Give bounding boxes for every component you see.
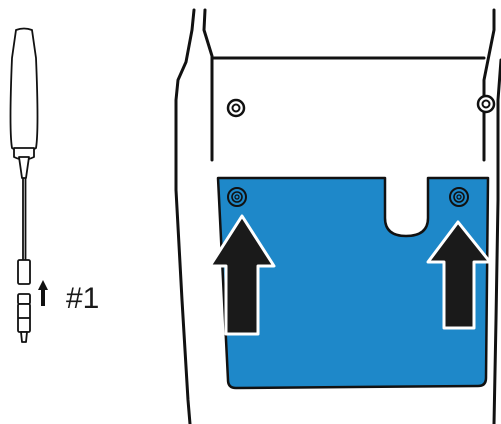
- screw-icon: [476, 94, 496, 114]
- bit-size-label: #1: [66, 282, 100, 315]
- screw-icon: [449, 187, 469, 207]
- screwdriver-bit-icon: [17, 293, 31, 343]
- bit-up-arrow-icon: [38, 280, 48, 306]
- up-arrow-icon: [208, 214, 276, 336]
- screw-icon: [226, 98, 246, 118]
- battery-cover-panel: [216, 176, 490, 390]
- screw-icon: [227, 187, 247, 207]
- up-arrow-icon: [426, 220, 492, 330]
- screwdriver-icon: [9, 27, 39, 285]
